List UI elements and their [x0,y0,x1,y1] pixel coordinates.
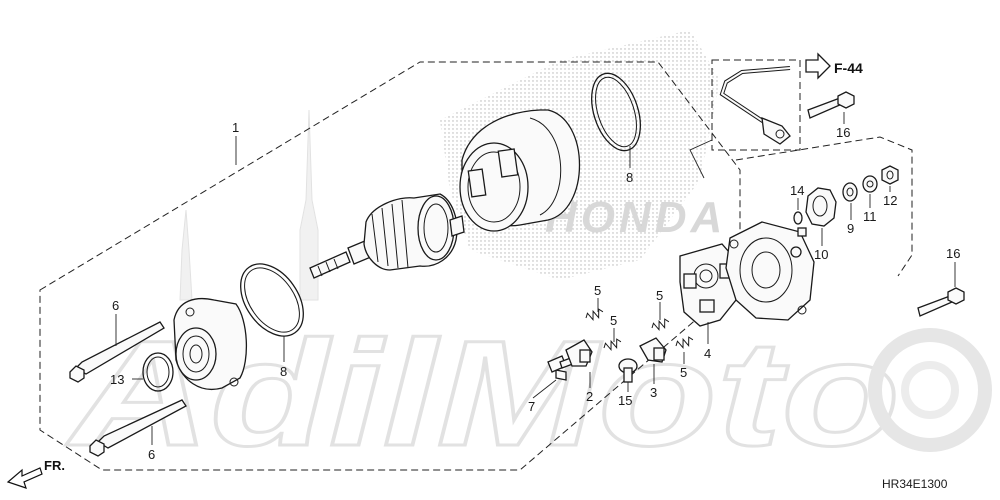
part-bolt-16-upper[interactable] [807,91,855,119]
diagram-code: HR34E1300 [882,477,948,491]
part-washer-11[interactable] [862,175,878,193]
part-starter-cable[interactable] [719,66,791,145]
front-direction-indicator: FR. [6,458,65,489]
callout-1[interactable]: 1 [232,120,239,135]
watermark-honda-text: HONDA [545,193,726,242]
part-motor-yoke[interactable] [459,109,581,232]
callout-15[interactable]: 15 [618,393,632,408]
part-brush-3[interactable] [639,337,667,363]
callout-labels: 1 8 8 6 6 13 7 2 15 3 5 5 5 5 4 14 10 9 … [110,120,960,462]
part-springs-5[interactable] [585,308,695,352]
part-bolt-6-upper[interactable] [69,321,165,383]
callout-6-upper[interactable]: 6 [112,298,119,313]
part-washer-14[interactable] [793,211,803,225]
callout-6-lower[interactable]: 6 [148,447,155,462]
callout-8-lower[interactable]: 8 [280,364,287,379]
watermark-wheel [868,328,992,452]
part-front-cover[interactable] [173,297,248,390]
callout-12[interactable]: 12 [883,193,897,208]
part-armature[interactable] [309,193,465,279]
part-bolt-6-lower[interactable] [89,399,187,457]
callout-16-right[interactable]: 16 [946,246,960,261]
cross-reference-label: F-44 [834,60,863,76]
callout-5-a[interactable]: 5 [594,283,601,298]
part-washer-9[interactable] [842,182,858,202]
front-arrow-icon [6,467,43,489]
watermark-tower-small [179,209,193,301]
front-indicator-label: FR. [44,458,65,473]
wire-inset-dashed-box [711,59,801,151]
callout-10[interactable]: 10 [814,247,828,262]
callout-4[interactable]: 4 [704,346,711,361]
callout-14[interactable]: 14 [790,183,804,198]
callout-5-c[interactable]: 5 [656,288,663,303]
callout-7[interactable]: 7 [528,399,535,414]
callout-5-b[interactable]: 5 [610,313,617,328]
watermark-tower [299,109,319,301]
part-bolt-16-right[interactable] [917,287,965,317]
part-o-ring-13[interactable] [142,352,174,392]
cross-reference-arrow[interactable]: F-44 [805,52,863,80]
callout-11[interactable]: 11 [863,209,877,224]
callout-16-upper[interactable]: 16 [836,125,850,140]
callout-3[interactable]: 3 [650,385,657,400]
callout-5-d[interactable]: 5 [680,365,687,380]
callout-2[interactable]: 2 [586,389,593,404]
part-terminal-nut-10[interactable] [805,187,837,227]
callout-9[interactable]: 9 [847,221,854,236]
part-nut-12[interactable] [881,165,899,185]
callout-13[interactable]: 13 [110,372,124,387]
part-rear-end-cover[interactable] [725,221,815,321]
part-o-ring-upper[interactable] [583,67,650,157]
part-o-ring-lower[interactable] [228,252,316,347]
callout-8-upper[interactable]: 8 [626,170,633,185]
end-cover-dashed-group [735,136,913,277]
part-brush-2[interactable] [565,339,593,367]
